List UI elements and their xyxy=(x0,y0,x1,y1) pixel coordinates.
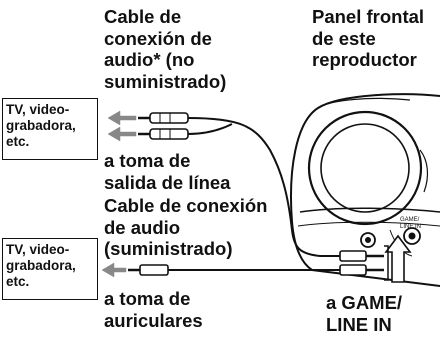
game-line-in-label: a GAME/ LINE IN xyxy=(326,292,403,335)
plug-arrow xyxy=(384,234,412,283)
cable-label-top: Cable de conexión de audio* (no suminist… xyxy=(104,6,227,92)
tv-box-top-label: TV, video- grabadora, etc. xyxy=(6,102,76,150)
toma-salida-label: a toma de salida de línea xyxy=(104,150,231,193)
jack-label: GAME/ xyxy=(400,217,420,223)
player-device xyxy=(290,93,440,287)
tv-box-bottom: TV, video- grabadora, etc. xyxy=(2,238,98,300)
plug-bracket xyxy=(384,245,389,281)
direction-arrows xyxy=(101,110,137,278)
tv-box-top: TV, video- grabadora, etc. xyxy=(2,98,98,160)
mini-cable-bottom xyxy=(128,264,384,276)
panel-frontal-label: Panel frontal de este reproductor xyxy=(312,6,425,71)
toma-auriculares-label: a toma de auriculares xyxy=(104,288,203,331)
rca-cable-top xyxy=(138,112,384,262)
jack-label-2: LINE IN xyxy=(400,224,421,230)
cable-label-bottom: Cable de conexión de audio (suministrado… xyxy=(104,195,268,260)
tv-box-bottom-label: TV, video- grabadora, etc. xyxy=(6,242,76,290)
